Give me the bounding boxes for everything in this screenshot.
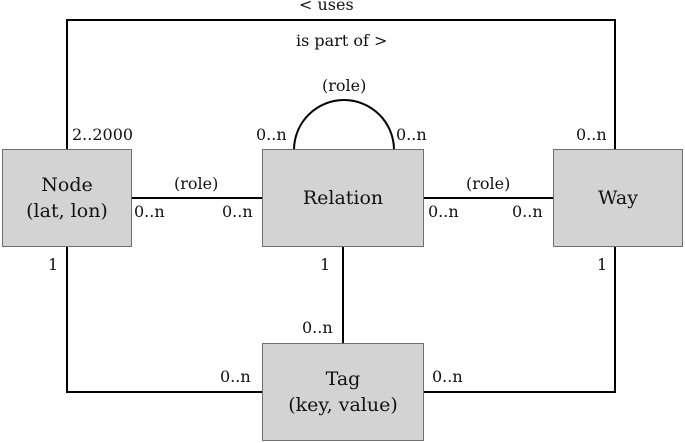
label-role-self: (role) <box>322 76 367 95</box>
entity-relation-name: Relation <box>302 187 384 209</box>
card-way-node: 0..n <box>576 125 607 144</box>
entity-tag-attrs: (key, value) <box>288 394 398 416</box>
card-tag-relation: 0..n <box>302 318 333 337</box>
entity-way: Way <box>553 149 683 247</box>
card-relation-node: 0..n <box>222 202 253 221</box>
card-relation-self-left: 0..n <box>256 125 287 144</box>
line-node-tag <box>66 391 262 393</box>
card-relation-tag: 1 <box>320 255 331 274</box>
card-node-tag: 1 <box>48 255 59 274</box>
card-tag-node: 0..n <box>220 367 251 386</box>
line-way-down <box>614 246 616 393</box>
label-uses: < uses <box>299 0 354 14</box>
entity-node-name: Node <box>41 174 93 196</box>
card-way-relation: 0..n <box>512 202 543 221</box>
label-role-relation-way: (role) <box>466 174 511 193</box>
label-is-part-of: is part of > <box>296 31 388 50</box>
line-node-relation <box>131 197 262 199</box>
entity-way-name: Way <box>598 187 638 209</box>
card-node-way: 2..2000 <box>72 125 134 144</box>
card-node-relation: 0..n <box>134 202 165 221</box>
entity-node-attrs: (lat, lon) <box>26 200 108 222</box>
line-way-up <box>614 19 616 150</box>
card-way-tag: 1 <box>597 255 608 274</box>
card-relation-way: 0..n <box>428 202 459 221</box>
line-node-down <box>66 246 68 393</box>
entity-tag: Tag (key, value) <box>262 343 424 441</box>
line-top <box>66 19 616 21</box>
entity-relation: Relation <box>262 149 424 247</box>
line-way-tag <box>423 391 616 393</box>
line-relation-tag <box>342 246 344 344</box>
label-role-node-relation: (role) <box>174 174 219 193</box>
entity-node: Node (lat, lon) <box>2 149 132 247</box>
card-relation-self-right: 0..n <box>396 125 427 144</box>
entity-tag-name: Tag <box>325 368 361 390</box>
line-node-up <box>66 19 68 150</box>
card-tag-way: 0..n <box>432 367 463 386</box>
line-relation-way <box>423 197 554 199</box>
